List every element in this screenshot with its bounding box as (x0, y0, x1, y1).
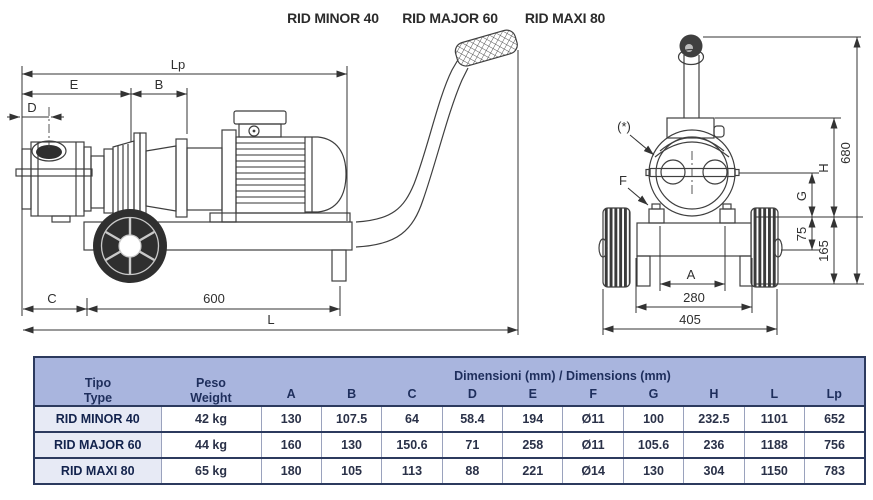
cell-lp: 756 (804, 431, 866, 459)
header-tipo-it: Tipo (84, 376, 112, 391)
dim-label-lp: Lp (171, 57, 185, 72)
cell-e: 221 (502, 457, 564, 485)
cell-l: 1150 (743, 457, 806, 485)
pump-foot (719, 208, 736, 224)
cell-c: 64 (381, 405, 443, 433)
dim-label-280: 280 (683, 290, 705, 305)
wheels-front (598, 207, 783, 288)
cell-l: 1101 (743, 405, 806, 433)
table-row-rid-major-60: RID MAJOR 60 44 kg 160 130 150.6 71 258 … (33, 431, 866, 459)
front-view: (*) F A 280 405 G 7 (598, 34, 864, 335)
cell-b: 105 (320, 457, 383, 485)
header-type: Tipo Type (34, 357, 161, 406)
cell-weight: 65 kg (160, 457, 262, 485)
side-view: Lp E B D C 600 L (7, 29, 519, 335)
cell-f: Ø11 (562, 431, 624, 459)
cell-d: 71 (441, 431, 504, 459)
header-dimensions: Dimensioni (mm) / Dimensions (mm) (261, 357, 865, 383)
header-peso-it: Peso (196, 376, 226, 391)
header-weight-en: Weight (190, 390, 232, 405)
table-row-rid-minor-40: RID MINOR 40 42 kg 130 107.5 64 58.4 194… (33, 405, 866, 433)
terminal-box (233, 110, 287, 125)
col-header-g: G (623, 383, 684, 406)
cell-c: 113 (381, 457, 443, 485)
pump-head (15, 140, 93, 223)
cell-e: 258 (502, 431, 564, 459)
cell-b: 107.5 (320, 405, 383, 433)
model-title-major: RID MAJOR 60 (402, 10, 498, 26)
side-view-dimensions: Lp E B D C 600 L (7, 50, 519, 335)
dim-label-75: 75 (794, 227, 809, 241)
cell-h: 304 (683, 457, 745, 485)
dim-label-680: 680 (838, 142, 853, 164)
cell-g: 100 (622, 405, 685, 433)
table-row-rid-maxi-80: RID MAXI 80 65 kg 180 105 113 88 221 Ø14… (33, 457, 866, 485)
dim-label-a: A (687, 267, 696, 282)
cell-l: 1188 (743, 431, 806, 459)
cell-lp: 652 (804, 405, 866, 433)
cell-e: 194 (502, 405, 564, 433)
front-view-callouts: (*) F (617, 119, 655, 206)
cell-lp: 783 (804, 457, 866, 485)
cell-h: 236 (683, 431, 745, 459)
cell-c: 150.6 (381, 431, 443, 459)
model-title-minor: RID MINOR 40 (287, 10, 379, 26)
col-header-b: B (321, 383, 382, 406)
handle (355, 29, 518, 248)
dim-label-b: B (155, 77, 164, 92)
cell-h: 232.5 (683, 405, 745, 433)
cell-d: 58.4 (441, 405, 504, 433)
dim-label-e: E (70, 77, 79, 92)
pump-foot (648, 208, 665, 224)
cell-a: 180 (260, 457, 322, 485)
cell-a: 160 (260, 431, 322, 459)
cell-d: 88 (441, 457, 504, 485)
dim-label-d: D (27, 100, 36, 115)
tie-rod (649, 167, 736, 178)
coupling (90, 132, 223, 224)
support-foot (331, 249, 347, 282)
col-header-f: F (562, 383, 624, 406)
dim-label-l: L (267, 312, 274, 327)
col-header-a: A (261, 383, 322, 406)
cell-b: 130 (320, 431, 383, 459)
cell-g: 130 (622, 457, 685, 485)
col-header-d: D (442, 383, 503, 406)
cell-a: 130 (260, 405, 322, 433)
cell-g: 105.6 (622, 431, 685, 459)
header-weight: Peso Weight (161, 357, 261, 406)
handle-front (666, 34, 861, 139)
motor (221, 110, 347, 223)
dim-label-600: 600 (203, 291, 225, 306)
cell-f: Ø11 (562, 405, 624, 433)
cell-weight: 42 kg (160, 405, 262, 433)
wheel (93, 209, 167, 283)
dimensions-table: Tipo Type Peso Weight Dimensioni (mm) / … (33, 356, 866, 485)
dim-label-h: H (816, 163, 831, 172)
dim-label-405: 405 (679, 312, 701, 327)
cell-weight: 44 kg (160, 431, 262, 459)
dim-label-c: C (47, 291, 56, 306)
dim-label-165: 165 (816, 240, 831, 262)
cell-type: RID MAJOR 60 (33, 431, 162, 459)
col-header-l: L (744, 383, 805, 406)
technical-drawing: Lp E B D C 600 L (7, 29, 864, 335)
col-header-e: E (502, 383, 563, 406)
col-header-h: H (683, 383, 745, 406)
note-star-label: (*) (617, 119, 631, 134)
pump-body-front (645, 129, 740, 224)
header-type-en: Type (83, 390, 113, 405)
dim-label-f: F (619, 173, 627, 188)
cell-f: Ø14 (562, 457, 624, 485)
cell-type: RID MINOR 40 (33, 405, 162, 433)
model-title-maxi: RID MAXI 80 (524, 10, 606, 26)
col-header-lp: Lp (804, 383, 865, 406)
cell-type: RID MAXI 80 (33, 457, 162, 485)
front-view-dimensions: A 280 405 G 75 H 165 680 (602, 37, 864, 335)
col-header-c: C (381, 383, 443, 406)
handle-grip (454, 29, 518, 67)
dim-label-g: G (794, 191, 809, 201)
